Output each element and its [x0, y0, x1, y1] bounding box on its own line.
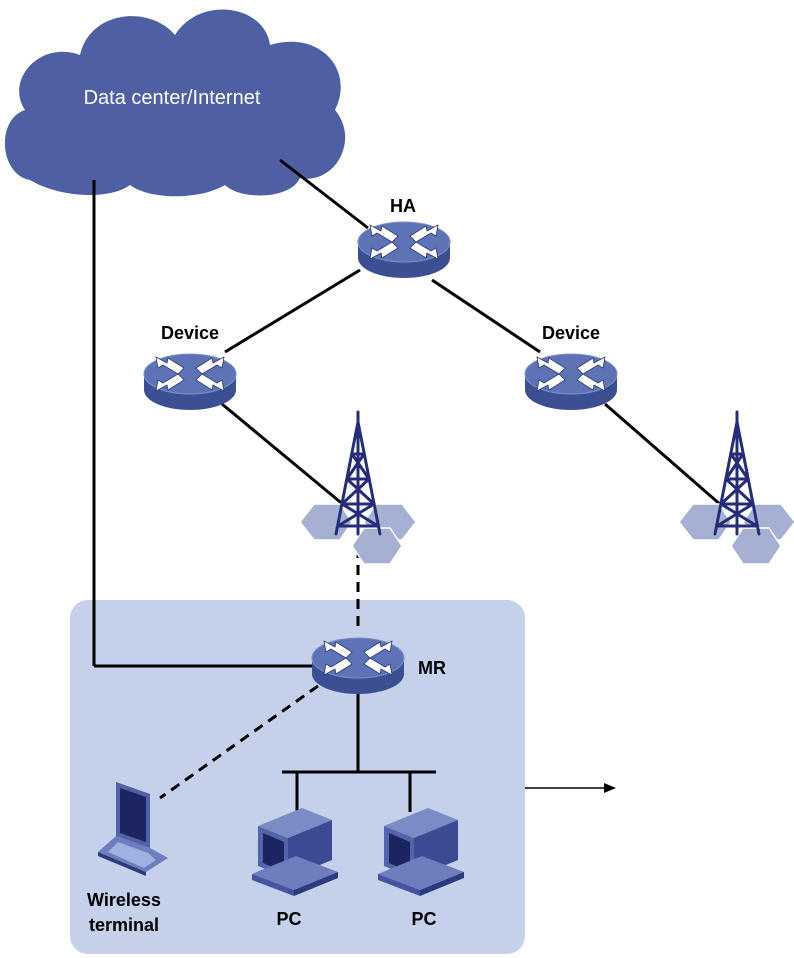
link-mr-laptop-wireless: [159, 684, 319, 800]
mr-router-icon: [311, 637, 405, 695]
ha-router-icon: [357, 221, 451, 279]
pc-right-label: PC: [411, 909, 436, 929]
ha-label: HA: [390, 196, 416, 216]
cell-tower-icon: [298, 410, 418, 566]
mr-label: MR: [418, 658, 446, 678]
movement-arrow: [525, 783, 616, 793]
pc-left-label: PC: [276, 909, 301, 929]
link-ha-device-right: [431, 278, 541, 354]
device-right-label: Device: [542, 323, 600, 343]
link-device-right-tower: [604, 402, 723, 508]
device-left-router-icon: [143, 353, 237, 411]
device-right-router-icon: [524, 353, 618, 411]
wireless-terminal-label-line1: Wireless: [87, 890, 161, 910]
cell-tower-icon: [677, 410, 794, 566]
cloud-label: Data center/Internet: [84, 87, 261, 109]
link-device-left-tower: [221, 402, 346, 508]
links-solid: [92, 158, 723, 812]
links-wireless: [159, 548, 360, 800]
link-cloud-ha: [279, 158, 369, 230]
wireless-terminal-label-line2: terminal: [89, 915, 159, 935]
cloud-icon: [4, 9, 346, 197]
link-ha-device-left: [224, 268, 361, 354]
device-left-label: Device: [161, 323, 219, 343]
